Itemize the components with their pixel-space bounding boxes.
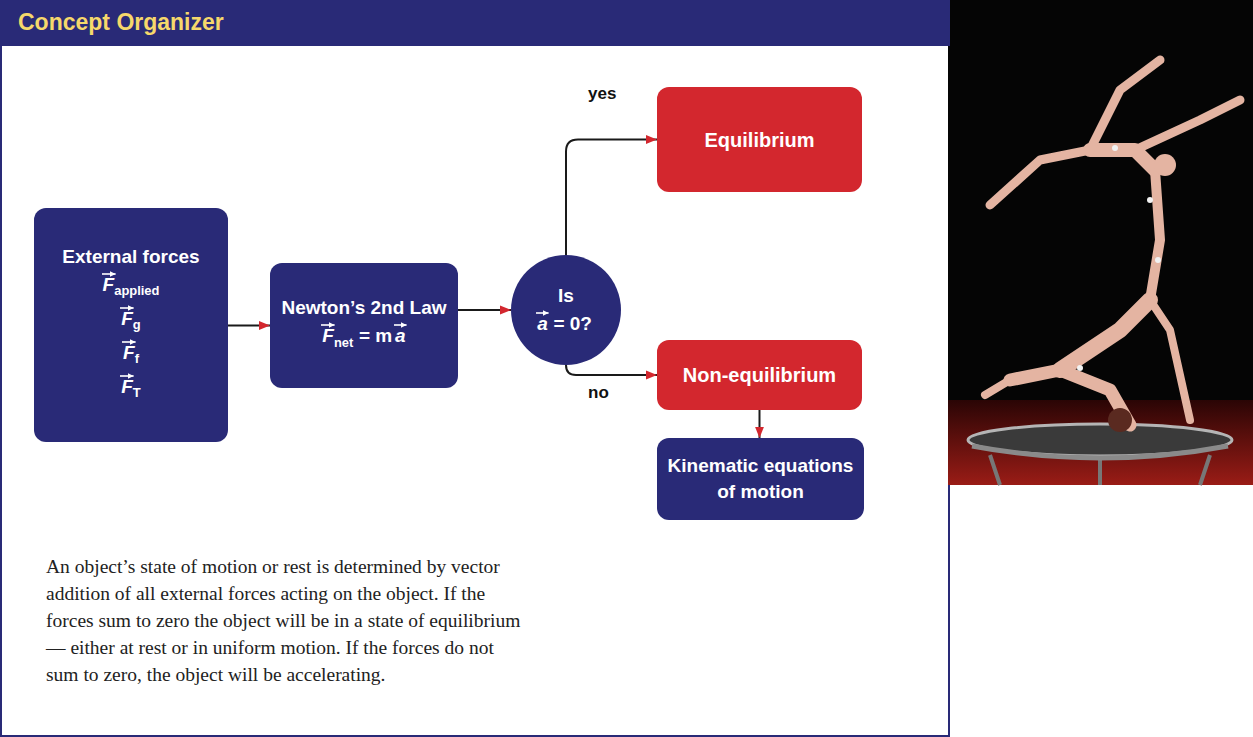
flow-arrow (566, 140, 657, 256)
branch-label: no (588, 383, 609, 403)
node-content: Newton’s 2nd LawFnet = ma (270, 263, 458, 388)
vector-symbol: F (123, 342, 135, 364)
subscript-text: g (133, 317, 141, 332)
vector-symbol: F (103, 274, 115, 296)
text-line: Kinematic equations of motion (667, 453, 854, 505)
caption-text: An object’s state of motion or rest is d… (46, 553, 524, 688)
decision-circle: Isa= 0? (511, 255, 621, 365)
node-text: External forces (62, 246, 199, 267)
vector-letter: F (322, 325, 334, 346)
vector-letter: a (395, 325, 406, 346)
node-text: Kinematic equations of motion (668, 455, 854, 502)
forces-box: External forcesFappliedFgFfFT (34, 208, 228, 442)
flow-arrow (228, 325, 270, 327)
vector-letter: F (123, 342, 135, 363)
text-line: FT (121, 372, 141, 406)
costume-sparkle (1077, 145, 1161, 371)
text-line: Is (558, 283, 574, 309)
node-content: Non-equilibrium (657, 340, 862, 410)
text-line: Fg (121, 304, 141, 338)
text-line: Fapplied (103, 270, 160, 304)
vector-letter: F (121, 308, 133, 329)
circle-outline (511, 255, 621, 365)
vector-symbol: F (322, 325, 334, 347)
node-text: Newton’s 2nd Law (281, 297, 446, 318)
branch-label: yes (588, 84, 616, 104)
process-box: Kinematic equations of motion (657, 438, 864, 520)
vector-symbol: a (537, 313, 548, 335)
subscript-text: applied (114, 283, 159, 298)
flow-arrow (458, 309, 511, 311)
node-text: Is (558, 285, 574, 306)
flow-arrow (759, 410, 761, 438)
photo-background (948, 0, 1253, 485)
text-line: Equilibrium (705, 127, 815, 153)
node-content: Kinematic equations of motion (657, 438, 864, 520)
result-box: Non-equilibrium (657, 340, 862, 410)
text-line: Non-equilibrium (683, 362, 836, 388)
text-line: Fnet = ma (322, 321, 405, 355)
organizer-title: Concept Organizer (18, 9, 224, 36)
acrobat-figures (985, 60, 1240, 432)
vector-symbol: F (121, 308, 133, 330)
subscript-text: T (133, 385, 141, 400)
node-content: Isa= 0? (511, 255, 621, 365)
table (968, 424, 1232, 485)
vector-symbol: F (121, 376, 133, 398)
text-line: Newton’s 2nd Law (281, 295, 446, 321)
node-content: Equilibrium (657, 87, 862, 192)
flow-arrow (566, 365, 657, 375)
vector-letter: F (121, 376, 133, 397)
text-line: External forces (62, 244, 199, 270)
subscript-text: net (334, 335, 353, 350)
law-box: Newton’s 2nd LawFnet = ma (270, 263, 458, 388)
subscript-text: f (135, 351, 139, 366)
node-text: = m (359, 325, 392, 346)
vector-letter: a (537, 313, 548, 334)
node-text: Equilibrium (705, 129, 815, 151)
stage-floor (948, 400, 1253, 485)
node-content: External forcesFappliedFgFfFT (34, 208, 228, 442)
vector-symbol: a (395, 325, 406, 347)
node-text: Non-equilibrium (683, 364, 836, 386)
text-line: Ff (123, 338, 139, 372)
node-text: = 0? (553, 313, 592, 334)
text-line: a= 0? (537, 309, 595, 337)
header-bar: Concept Organizer (0, 0, 950, 46)
result-box: Equilibrium (657, 87, 862, 192)
vector-letter: F (103, 274, 115, 295)
